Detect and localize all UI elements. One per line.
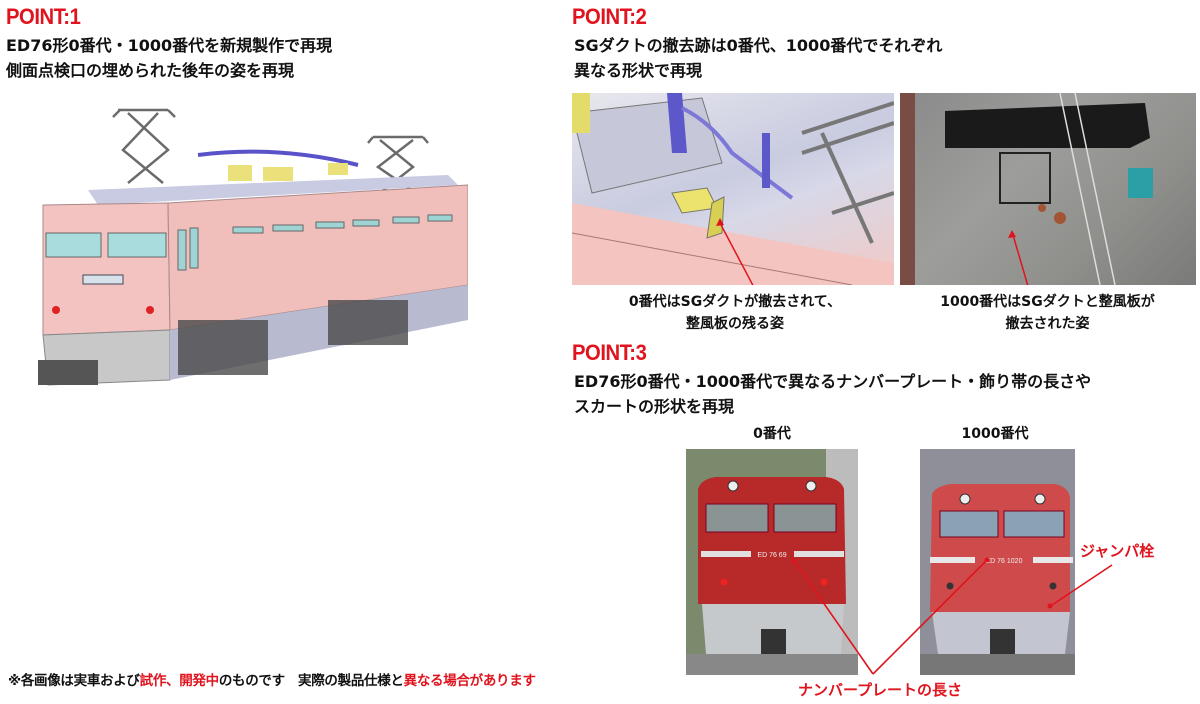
svg-text:ED 76 69: ED 76 69 (757, 552, 786, 559)
callout-jumper-label: ジャンパ栓 (1080, 542, 1155, 560)
roof-photo-1000 (900, 93, 1196, 285)
point2-right-caption: 1000番代はSGダクトと整風板が 撤去された姿 (940, 294, 1155, 332)
point2-left-caption: 0番代はSGダクトが撤去されて、 整風板の残る姿 (628, 294, 842, 332)
point3-title: POINT:3 (572, 340, 647, 365)
callout-plate-length-label: ナンバープレートの長さ (797, 681, 963, 699)
label-0-series: 0番代 (753, 426, 791, 442)
cad-roof-image (572, 93, 894, 285)
photo-0-series-front: ED 76 69 (686, 449, 858, 675)
point1-description: ED76形0番代・1000番代を新規製作で再現 側面点検口の埋められた後年の姿を… (6, 36, 333, 80)
svg-text:ED 76 1020: ED 76 1020 (986, 558, 1023, 565)
loco-render-image (28, 95, 468, 405)
point3-description: ED76形0番代・1000番代で異なるナンバープレート・飾り帯の長さや スカート… (574, 372, 1092, 416)
point2-description: SGダクトの撤去跡は0番代、1000番代でそれぞれ 異なる形状で再現 (574, 36, 943, 80)
photo-1000-series-front: ED 76 1020 (920, 449, 1075, 675)
point1-title: POINT:1 (6, 4, 81, 29)
disclaimer-note: ※各画像は実車および試作、開発中のものです 実際の製品仕様と異なる場合があります (8, 673, 536, 689)
point2-title: POINT:2 (572, 4, 647, 29)
label-1000-series: 1000番代 (961, 426, 1029, 442)
